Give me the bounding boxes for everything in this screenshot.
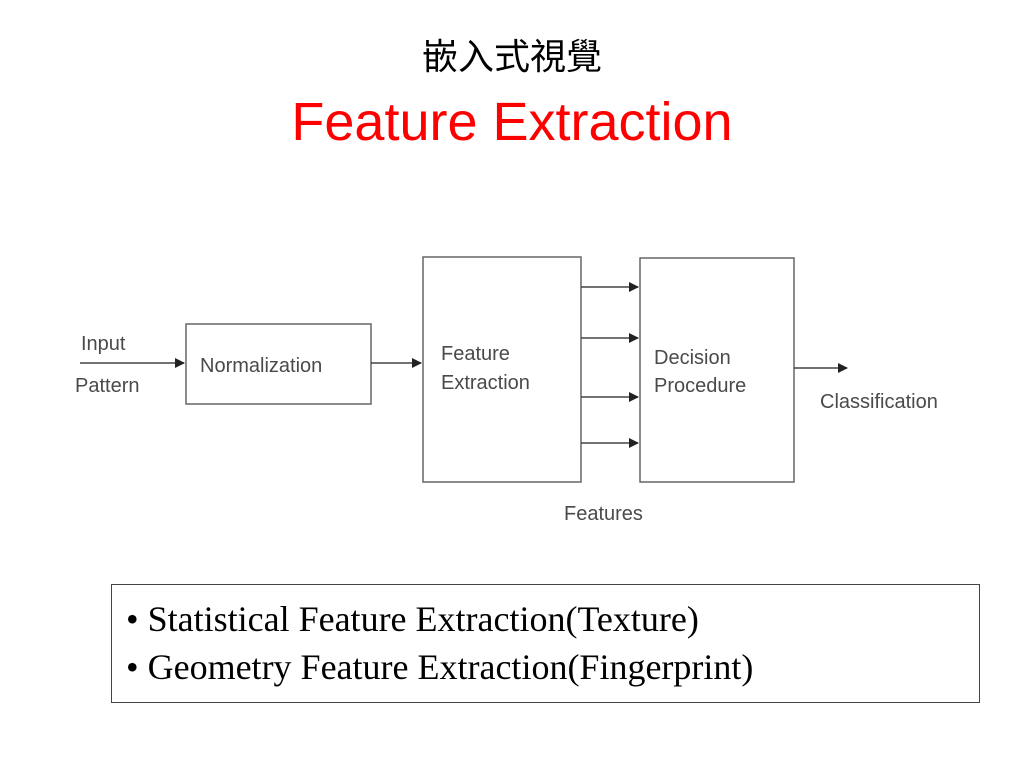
input-label-line1: Input xyxy=(81,333,126,355)
features-label: Features xyxy=(564,503,643,525)
normalization-box xyxy=(185,323,372,405)
classification-label: Classification xyxy=(820,391,938,413)
bullet-list-box: • Statistical Feature Extraction(Texture… xyxy=(111,584,980,703)
slide-title-english: Feature Extraction xyxy=(291,92,733,152)
input-label-line2: Pattern xyxy=(75,375,139,397)
decision-procedure-label-line2: Procedure xyxy=(654,375,746,397)
decision-procedure-box xyxy=(639,257,795,483)
normalization-label: Normalization xyxy=(200,355,322,377)
slide-title-chinese: 嵌入式視覺 xyxy=(421,37,602,78)
bullet-item-geometry: • Geometry Feature Extraction(Fingerprin… xyxy=(126,647,754,687)
feature-extraction-label-line2: Extraction xyxy=(441,372,530,394)
bullet-item-statistical: • Statistical Feature Extraction(Texture… xyxy=(126,599,699,639)
decision-procedure-label-line1: Decision xyxy=(654,347,731,369)
feature-extraction-label-line1: Feature xyxy=(441,343,510,365)
feature-extraction-diagram: Input Pattern Normalization Feature Extr… xyxy=(75,256,938,525)
feature-extraction-box xyxy=(422,256,582,483)
